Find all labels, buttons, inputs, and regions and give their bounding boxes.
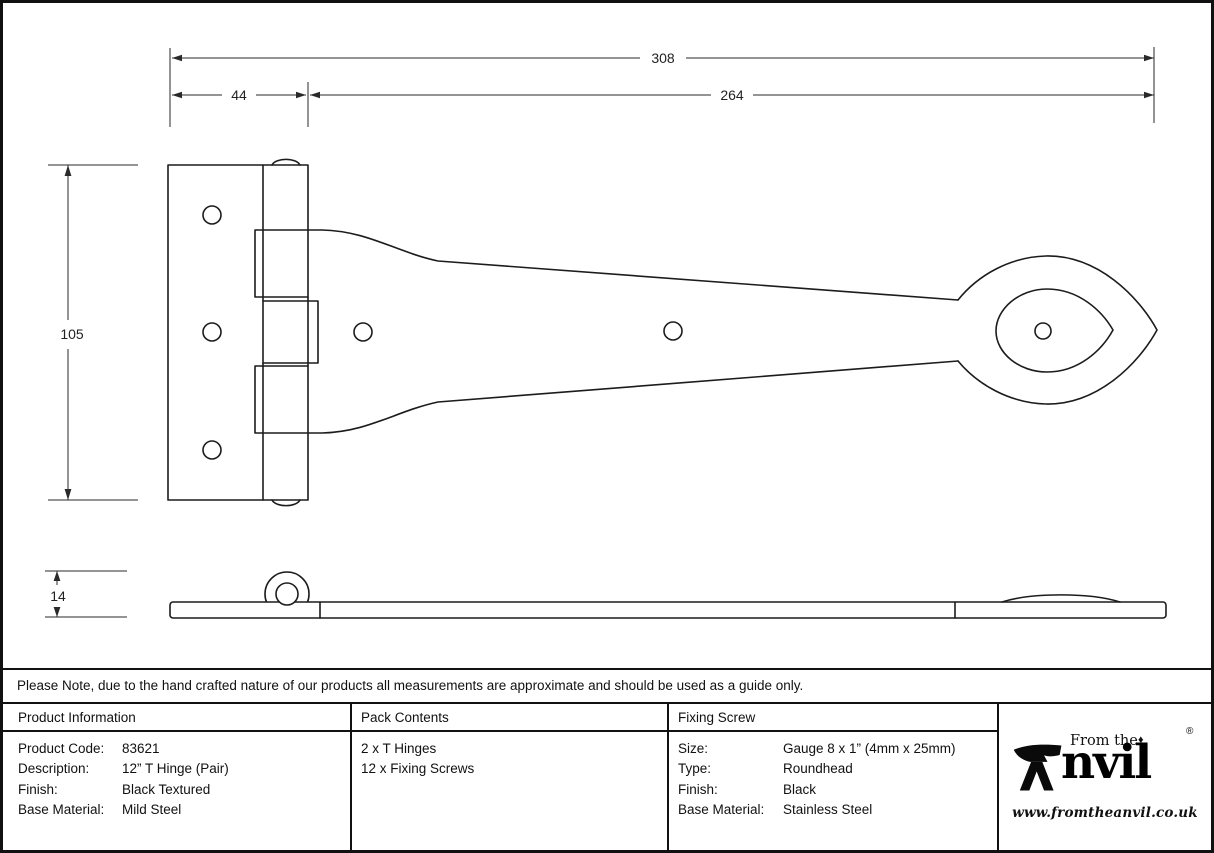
screw-size-value: Gauge 8 x 1” (4mm x 25mm) [783, 741, 956, 756]
dimension-lines [45, 47, 1155, 618]
registered-mark: ® [1186, 726, 1194, 737]
table-header-rule [3, 730, 998, 732]
screw-finish-label: Finish: [678, 782, 718, 797]
description-label: Description: [18, 761, 90, 776]
hinge-side-view [169, 571, 1167, 619]
pack-contents-line: 2 x T Hinges [361, 741, 437, 756]
base-material-label: Base Material: [18, 802, 105, 817]
description-value: 12” T Hinge (Pair) [122, 761, 229, 776]
screw-type-value: Roundhead [783, 761, 853, 776]
table-divider-2 [667, 702, 669, 850]
product-code-label: Product Code: [18, 741, 105, 756]
diamond-icon: ♦ [1138, 734, 1144, 746]
screw-base-material-label: Base Material: [678, 802, 765, 817]
dim-overall-length: 308 [651, 50, 675, 66]
anvil-icon [1013, 744, 1062, 791]
brand-logo-box: From the ♦ ® nvil www.fromtheanvil.co.uk [999, 704, 1211, 850]
fixing-screw-header: Fixing Screw [678, 710, 756, 725]
product-information-header: Product Information [18, 710, 136, 725]
logo-prefix: From the [1070, 733, 1138, 749]
hinge-technical-drawing: 308 44 264 105 14 [45, 47, 1167, 619]
screw-type-label: Type: [678, 761, 712, 776]
table-divider-3 [997, 702, 999, 850]
dim-strap-length: 264 [720, 87, 744, 103]
from-the-anvil-logo: From the ♦ ® nvil www.fromtheanvil.co.uk [1012, 725, 1198, 829]
dimension-arrowheads [53, 54, 1154, 617]
measurement-note: Please Note, due to the hand crafted nat… [17, 678, 804, 693]
product-code-value: 83621 [122, 741, 160, 756]
table-divider-1 [350, 702, 352, 850]
base-material-value: Mild Steel [122, 802, 182, 817]
hinge-plan-view [167, 158, 1158, 507]
logo-website: www.fromtheanvil.co.uk [1012, 805, 1198, 821]
finish-label: Finish: [18, 782, 58, 797]
finish-value: Black Textured [122, 782, 211, 797]
pack-contents-line: 12 x Fixing Screws [361, 761, 475, 776]
logo-wordmark: nvil [1061, 735, 1152, 790]
screw-finish-value: Black [783, 782, 817, 797]
dim-plate-height: 105 [60, 326, 84, 342]
note-row-top-rule [3, 668, 1211, 670]
screw-base-material-value: Stainless Steel [783, 802, 873, 817]
pack-contents-header: Pack Contents [361, 710, 449, 725]
dim-plate-width: 44 [231, 87, 247, 103]
dim-thickness: 14 [50, 588, 66, 604]
screw-size-label: Size: [678, 741, 709, 756]
table-top-rule [3, 702, 1211, 704]
